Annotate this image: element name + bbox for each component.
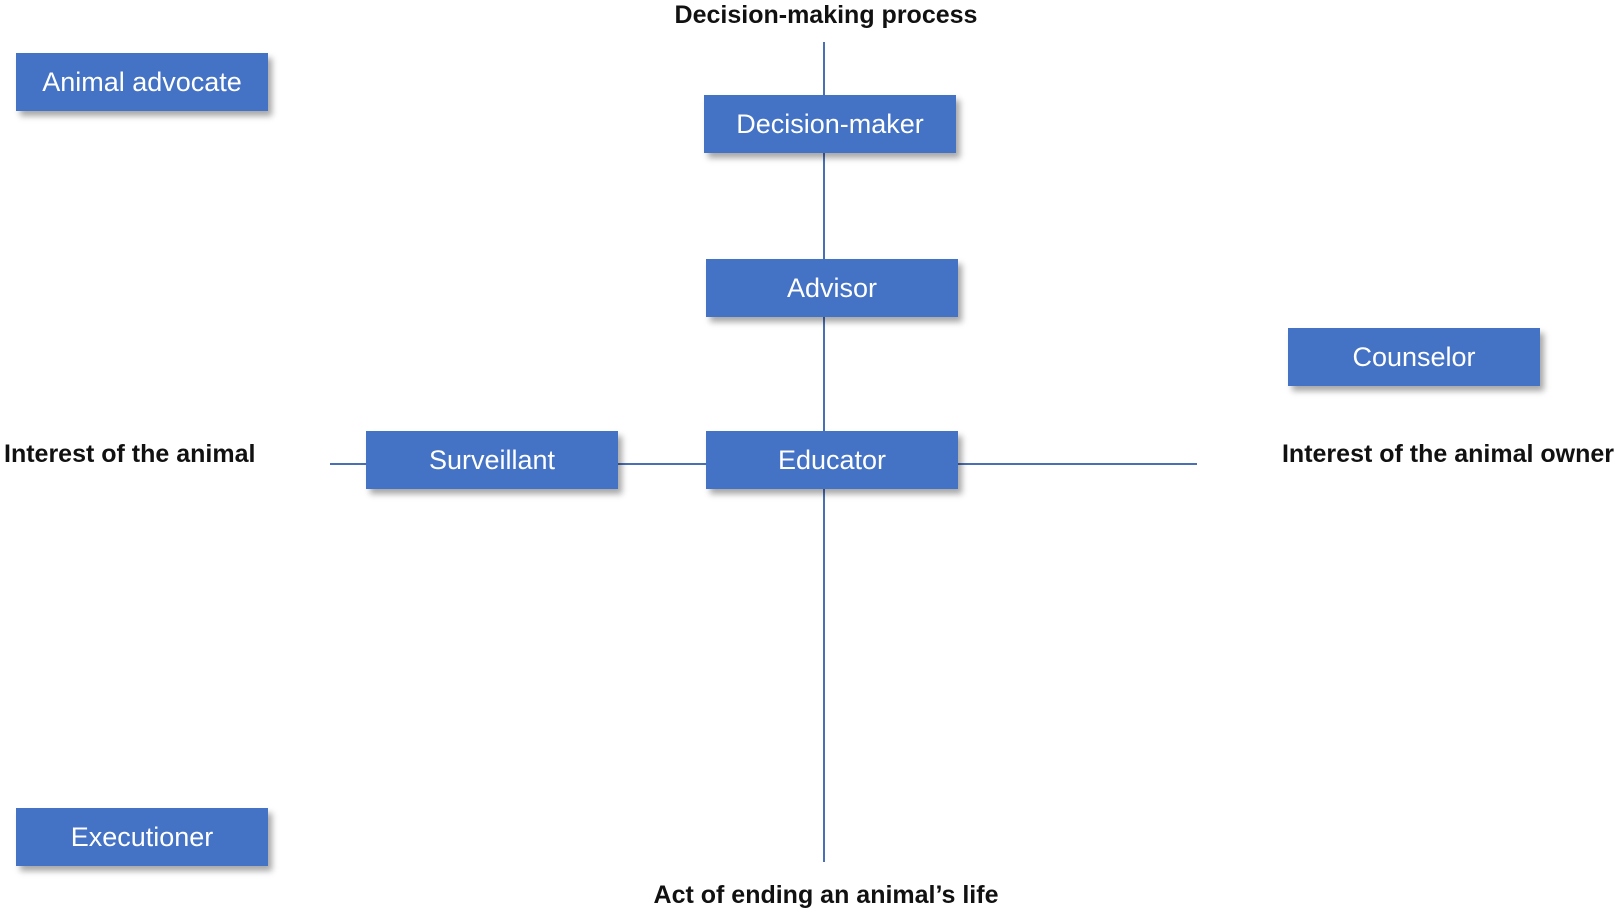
role-box-executioner: Executioner <box>16 808 268 866</box>
role-box-decision-maker: Decision-maker <box>704 95 956 153</box>
role-box-educator: Educator <box>706 431 958 489</box>
role-box-surveillant: Surveillant <box>366 431 618 489</box>
axis-label-top: Decision-making process <box>674 1 978 29</box>
axis-label-right: Interest of the animal owner <box>1281 440 1614 468</box>
role-box-advisor: Advisor <box>706 259 958 317</box>
axis-label-left: Interest of the animal <box>4 440 256 468</box>
role-box-counselor: Counselor <box>1288 328 1540 386</box>
role-box-animal-advocate: Animal advocate <box>16 53 268 111</box>
axis-label-bottom: Act of ending an animal’s life <box>653 881 999 909</box>
